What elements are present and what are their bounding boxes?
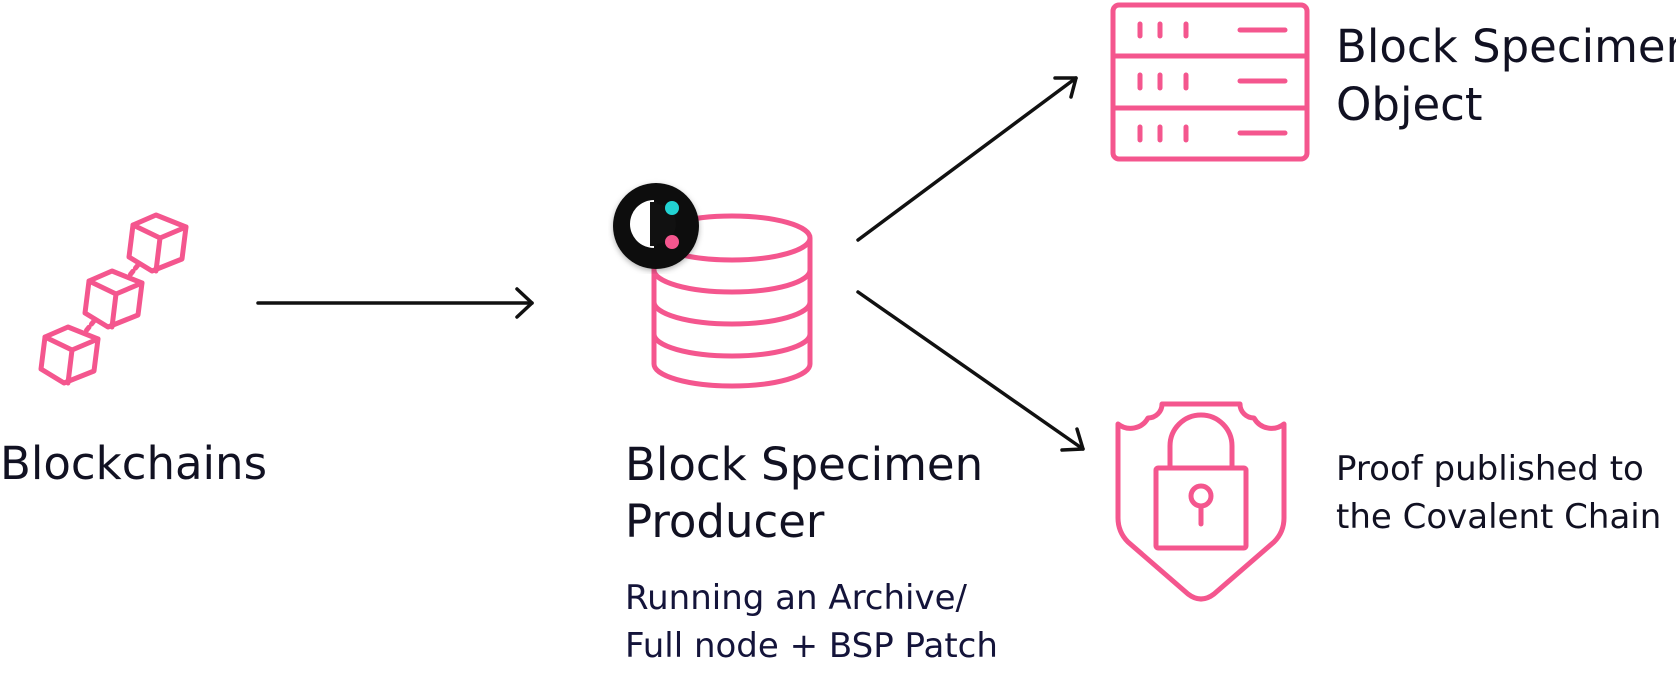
blockchains-label-text: Blockchains — [0, 437, 268, 490]
shield-lock-icon — [1115, 401, 1287, 602]
producer-label-line1: Block Specimen — [625, 438, 984, 491]
covalent-logo-icon — [613, 183, 699, 269]
specimen-object-label-line1: Block Specimen — [1336, 20, 1676, 73]
proof-label-line2: the Covalent Chain — [1336, 497, 1662, 537]
arrow-producer-to-proof — [856, 290, 1085, 452]
arrow-producer-to-object — [856, 76, 1078, 242]
database-icon — [651, 213, 813, 389]
arrow-blockchains-to-producer — [256, 287, 534, 319]
producer-label: Block Specimen Producer — [625, 436, 983, 550]
producer-label-line2: Producer — [625, 495, 825, 548]
specimen-object-label-line2: Object — [1336, 78, 1483, 131]
producer-sublabel-line2: Full node + BSP Patch — [625, 626, 998, 666]
server-rack-icon — [1110, 2, 1310, 162]
blockchains-label: Blockchains — [0, 438, 267, 490]
blockchain-cubes-icon — [38, 212, 189, 386]
producer-sublabel: Running an Archive/ Full node + BSP Patc… — [625, 574, 998, 670]
producer-sublabel-line1: Running an Archive/ — [625, 578, 967, 618]
proof-label: Proof published to the Covalent Chain — [1336, 445, 1661, 541]
specimen-object-label: Block Specimen Object — [1336, 18, 1676, 134]
proof-label-line1: Proof published to — [1336, 449, 1644, 489]
